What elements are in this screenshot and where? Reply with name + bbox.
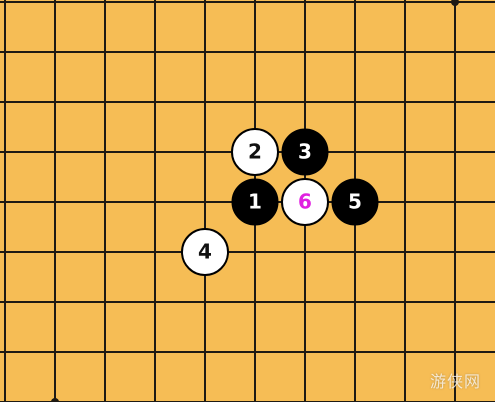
white-stone — [181, 228, 229, 276]
black-stone — [331, 178, 379, 226]
stone-2-white[interactable]: 2 — [231, 128, 279, 176]
stone-move-number: 1 — [248, 190, 262, 214]
star-point — [51, 398, 59, 402]
stone-1-black[interactable]: 1 — [231, 178, 279, 226]
stone-3-black[interactable]: 3 — [281, 128, 329, 176]
stone-6-white[interactable]: 6 — [281, 178, 329, 226]
stone-move-number: 2 — [248, 140, 262, 164]
stone-move-number: 5 — [348, 190, 362, 214]
stone-move-number: 4 — [198, 240, 212, 264]
star-point — [451, 0, 459, 6]
white-stone — [281, 178, 329, 226]
stone-5-black[interactable]: 5 — [331, 178, 379, 226]
black-stone — [281, 128, 329, 176]
black-stone — [231, 178, 279, 226]
white-stone — [231, 128, 279, 176]
stone-move-number: 6 — [298, 190, 312, 214]
stone-4-white[interactable]: 4 — [181, 228, 229, 276]
stone-move-number: 3 — [298, 140, 312, 164]
